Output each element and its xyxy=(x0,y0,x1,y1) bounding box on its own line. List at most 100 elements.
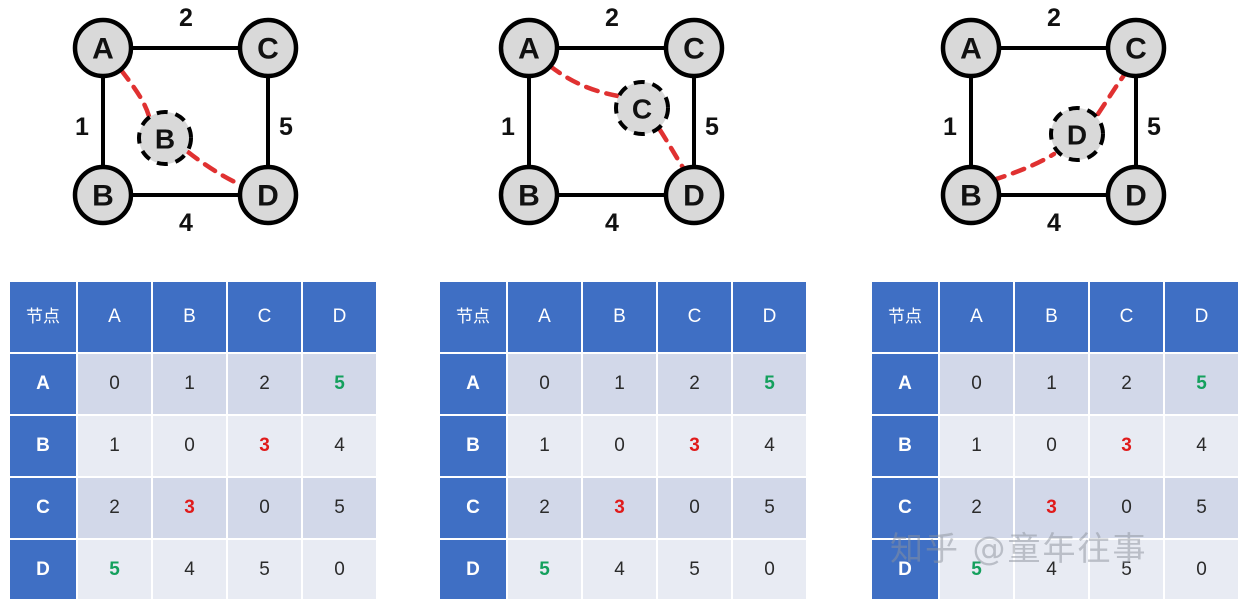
cell-d-c: 5 xyxy=(228,540,301,599)
ghost-node-d: D xyxy=(1049,106,1105,162)
cell-d-a: 5 xyxy=(940,540,1013,599)
node-circle xyxy=(1049,106,1105,162)
cell-a-d: 5 xyxy=(303,354,376,414)
edge-weight-a-c: 2 xyxy=(179,4,193,32)
table-corner-header: 节点 xyxy=(872,282,938,352)
edge-weight-c-d: 5 xyxy=(705,113,719,141)
column-header-c: C xyxy=(658,282,731,352)
cell-d-b: 4 xyxy=(583,540,656,599)
cell-a-a: 0 xyxy=(940,354,1013,414)
cell-d-b: 4 xyxy=(153,540,226,599)
cell-c-d: 5 xyxy=(1165,478,1238,538)
cell-a-a: 0 xyxy=(508,354,581,414)
node-b: B xyxy=(498,164,560,226)
node-circle xyxy=(72,164,134,226)
cell-c-d: 5 xyxy=(733,478,806,538)
edge-weight-b-d: 4 xyxy=(1047,209,1061,237)
node-c: C xyxy=(1105,17,1167,79)
table-corner-header: 节点 xyxy=(440,282,506,352)
node-circle xyxy=(237,164,299,226)
node-c: C xyxy=(237,17,299,79)
node-circle xyxy=(663,17,725,79)
row-header-b: B xyxy=(440,416,506,476)
node-circle xyxy=(1105,17,1167,79)
edge-weight-b-d: 4 xyxy=(179,209,193,237)
node-label: D xyxy=(683,180,705,213)
node-d: D xyxy=(237,164,299,226)
column-header-d: D xyxy=(733,282,806,352)
row-header-d: D xyxy=(440,540,506,599)
node-circle xyxy=(137,110,193,166)
cell-d-a: 5 xyxy=(78,540,151,599)
cell-b-c: 3 xyxy=(1090,416,1163,476)
node-circle xyxy=(498,17,560,79)
row-header-b: B xyxy=(872,416,938,476)
node-circle xyxy=(614,80,670,136)
edge-weight-a-b: 1 xyxy=(501,113,515,141)
node-b: B xyxy=(72,164,134,226)
row-header-b: B xyxy=(10,416,76,476)
cell-c-a: 2 xyxy=(508,478,581,538)
cell-d-c: 5 xyxy=(1090,540,1163,599)
cell-b-d: 4 xyxy=(303,416,376,476)
node-label: B xyxy=(960,180,982,213)
node-d: D xyxy=(1105,164,1167,226)
row-header-d: D xyxy=(872,540,938,599)
cell-c-d: 5 xyxy=(303,478,376,538)
node-circle xyxy=(940,17,1002,79)
row-header-c: C xyxy=(440,478,506,538)
table-corner-header: 节点 xyxy=(10,282,76,352)
node-d: D xyxy=(663,164,725,226)
row-header-a: A xyxy=(872,354,938,414)
cell-d-d: 0 xyxy=(733,540,806,599)
node-circle xyxy=(72,17,134,79)
cell-b-c: 3 xyxy=(228,416,301,476)
cell-a-c: 2 xyxy=(658,354,731,414)
edge-weight-a-c: 2 xyxy=(605,4,619,32)
column-header-b: B xyxy=(1015,282,1088,352)
cell-a-b: 1 xyxy=(583,354,656,414)
edge-weight-c-d: 5 xyxy=(1147,113,1161,141)
row-header-c: C xyxy=(10,478,76,538)
node-label: A xyxy=(92,33,114,66)
node-label: C xyxy=(1125,33,1147,66)
cell-c-b: 3 xyxy=(1015,478,1088,538)
node-label: B xyxy=(518,180,540,213)
cell-a-c: 2 xyxy=(1090,354,1163,414)
cell-c-b: 3 xyxy=(153,478,226,538)
edge-weight-a-b: 1 xyxy=(943,113,957,141)
node-label: A xyxy=(518,33,540,66)
cell-a-b: 1 xyxy=(153,354,226,414)
node-label: D xyxy=(257,180,279,213)
cell-b-d: 4 xyxy=(733,416,806,476)
row-header-d: D xyxy=(10,540,76,599)
node-label: C xyxy=(257,33,279,66)
cell-c-b: 3 xyxy=(583,478,656,538)
node-label: B xyxy=(92,180,114,213)
node-c: C xyxy=(663,17,725,79)
node-circle xyxy=(498,164,560,226)
cell-a-d: 5 xyxy=(1165,354,1238,414)
edge-weight-a-c: 2 xyxy=(1047,4,1061,32)
cell-c-c: 0 xyxy=(1090,478,1163,538)
